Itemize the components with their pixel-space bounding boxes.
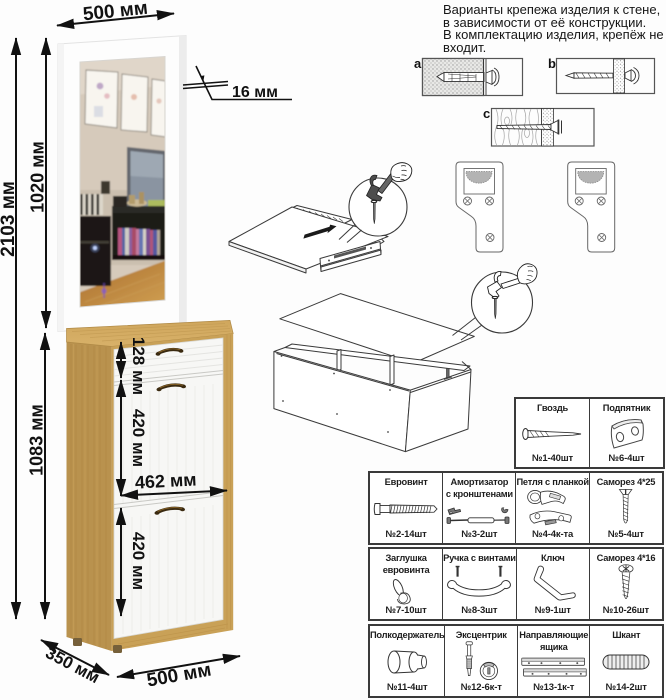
svg-text:128 мм: 128 мм bbox=[129, 337, 148, 395]
svg-text:420 мм: 420 мм bbox=[129, 532, 148, 590]
svg-text:1020 мм: 1020 мм bbox=[28, 141, 48, 213]
svg-text:420 мм: 420 мм bbox=[129, 409, 148, 467]
svg-text:350 мм: 350 мм bbox=[42, 643, 102, 687]
svg-text:1083 мм: 1083 мм bbox=[27, 404, 47, 476]
svg-text:2103 мм: 2103 мм bbox=[0, 181, 19, 257]
svg-text:b: b bbox=[548, 56, 556, 71]
svg-text:500 мм: 500 мм bbox=[82, 0, 149, 25]
svg-text:500 мм: 500 мм bbox=[145, 660, 213, 692]
svg-text:16 мм: 16 мм bbox=[232, 84, 278, 101]
svg-text:c: c bbox=[483, 106, 490, 121]
svg-text:462 мм: 462 мм bbox=[134, 469, 197, 492]
svg-text:a: a bbox=[414, 56, 422, 71]
